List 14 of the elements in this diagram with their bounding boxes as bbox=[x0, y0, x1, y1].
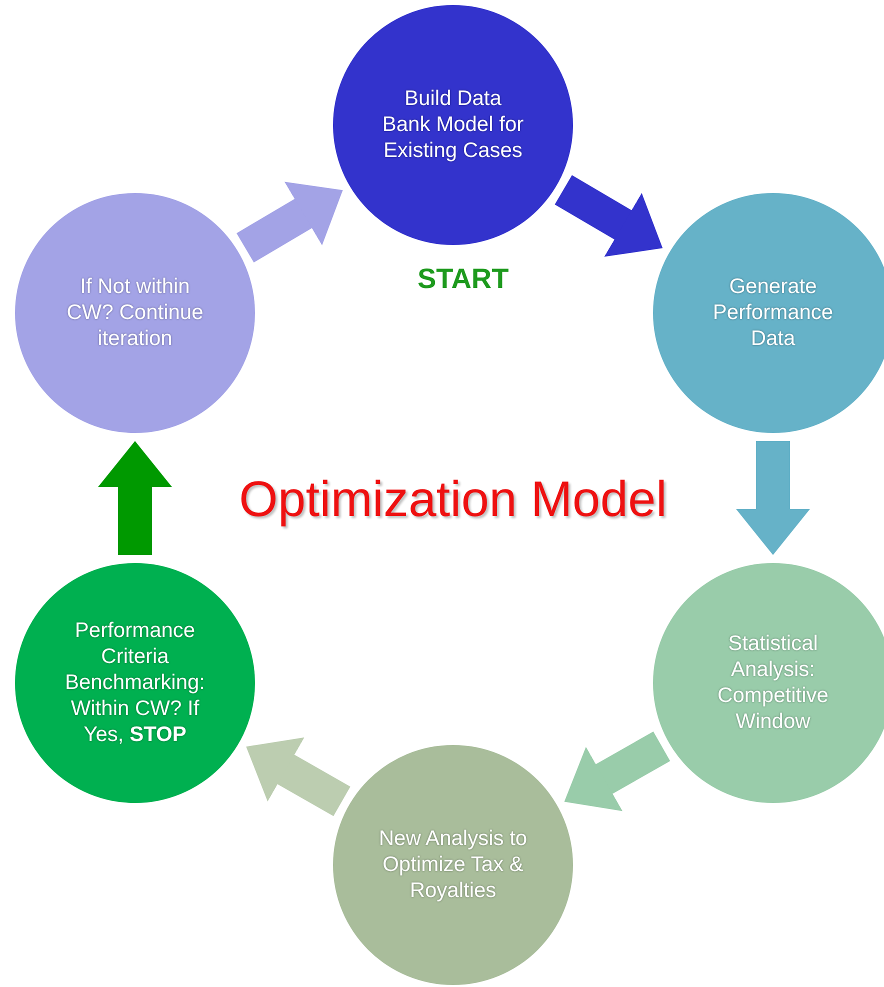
block-arrow bbox=[246, 737, 350, 816]
block-arrow bbox=[564, 732, 670, 812]
block-arrow bbox=[98, 441, 172, 555]
start-label: START bbox=[418, 263, 509, 295]
node-text: New Analysis to Optimize Tax & Royalties bbox=[378, 826, 528, 904]
node-text: If Not within CW? Continue iteration bbox=[66, 274, 204, 352]
block-arrow bbox=[554, 175, 663, 257]
block-arrow bbox=[236, 182, 343, 262]
node-text: Build Data Bank Model for Existing Cases bbox=[381, 86, 525, 164]
node-text: Performance Criteria Benchmarking: Within CW? If Yes, STOP bbox=[64, 618, 206, 748]
block-arrow bbox=[736, 441, 810, 555]
node-text: Statistical Analysis: Competitive Window bbox=[716, 631, 830, 735]
node-text: Generate Performance Data bbox=[712, 274, 834, 352]
title: Optimization Model bbox=[239, 470, 667, 528]
